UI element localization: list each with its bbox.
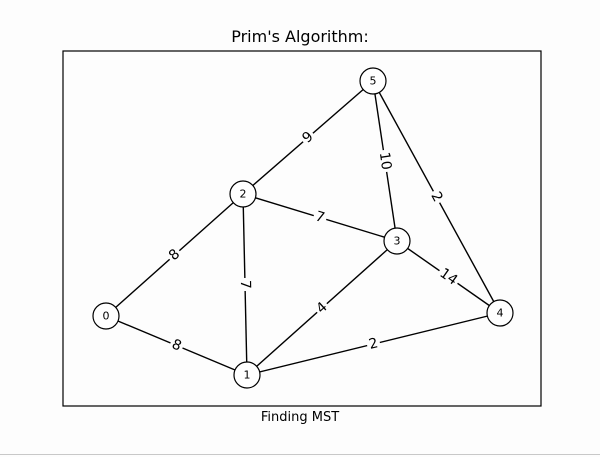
node-3: 3 (383, 227, 411, 255)
plot-frame (62, 50, 542, 407)
node-label: 5 (370, 75, 377, 88)
edge-weight-label: 7 (237, 280, 253, 289)
diagram-title: Prim's Algorithm: (231, 27, 369, 46)
node-4: 4 (486, 299, 514, 327)
edge-weight-background (167, 335, 186, 356)
edge-weight-label: 7 (313, 209, 326, 227)
edge-weight-background (297, 127, 319, 148)
node-label: 2 (240, 188, 247, 201)
edge-weight-background (311, 207, 329, 228)
edge-weight-background (365, 334, 382, 354)
node-0: 0 (92, 302, 120, 330)
node-circle (383, 227, 411, 255)
edge-weight-label: 14 (437, 265, 461, 288)
edge-weight-label: 10 (376, 151, 394, 171)
edge-weight-background (375, 148, 395, 174)
edge-weight-label: 2 (367, 335, 379, 353)
edge-weight-background (164, 244, 185, 266)
nodes-layer: 0 1 2 3 4 5 (92, 67, 514, 389)
edge-weight-background (434, 264, 463, 290)
node-1: 1 (233, 361, 261, 389)
node-2: 2 (229, 180, 257, 208)
node-5: 5 (359, 67, 387, 95)
edge-weight-background (426, 187, 447, 207)
node-label: 4 (497, 307, 504, 320)
edge-weight-background (236, 277, 254, 292)
node-circle (92, 302, 120, 330)
diagram-caption: Finding MST (260, 410, 340, 425)
edge-weight-background (311, 297, 333, 319)
bottom-divider (0, 454, 600, 455)
node-label: 3 (394, 235, 401, 248)
node-label: 1 (244, 369, 251, 382)
node-label: 0 (103, 310, 110, 323)
node-circle (359, 67, 387, 95)
node-circle (229, 180, 257, 208)
node-circle (486, 299, 514, 327)
node-circle (233, 361, 261, 389)
